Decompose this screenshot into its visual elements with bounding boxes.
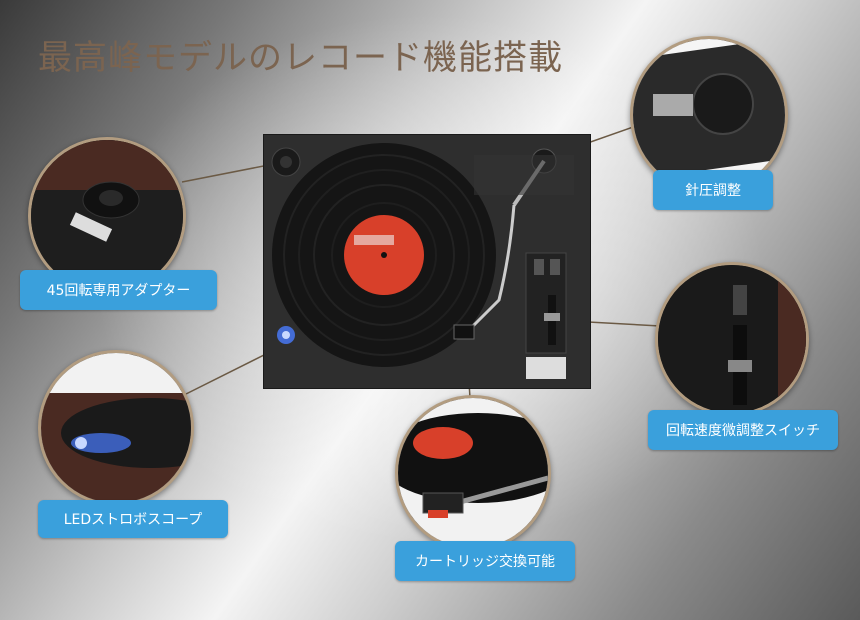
adapter-closeup [28, 137, 186, 295]
pitch-switch-closeup [655, 262, 809, 416]
strobe-closeup [38, 350, 194, 506]
turntable-image [264, 135, 590, 388]
page-title: 最高峰モデルのレコード機能搭載 [38, 38, 563, 78]
turntable-illustration [264, 135, 590, 388]
cartridge-label: カートリッジ交換可能 [395, 541, 575, 581]
cartridge-closeup [395, 395, 551, 551]
pitch-switch-label: 回転速度微調整スイッチ [648, 410, 838, 450]
stylus-pressure-closeup [630, 36, 788, 194]
stylus-pressure-label: 針圧調整 [653, 170, 773, 210]
adapter-label: 45回転専用アダプター [20, 270, 217, 310]
strobe-label: LEDストロボスコープ [38, 500, 228, 538]
